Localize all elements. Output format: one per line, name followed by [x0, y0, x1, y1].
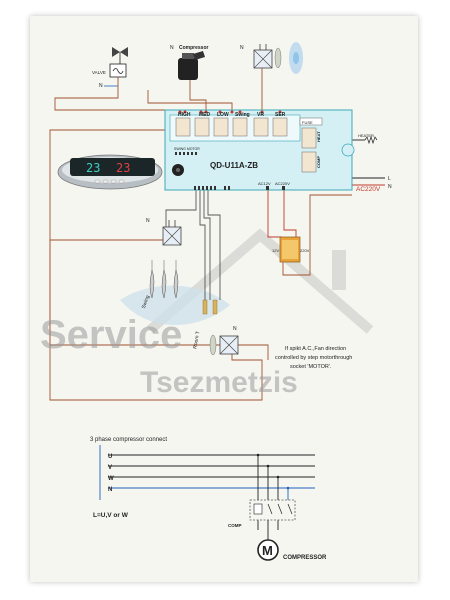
relay-label-ser: SER	[275, 112, 286, 118]
mains-n-label: N	[388, 184, 392, 190]
phase-w-label: W	[108, 476, 114, 482]
mains-l-label: L	[388, 176, 391, 182]
control-board	[164, 109, 355, 191]
watermark-house	[120, 228, 374, 334]
compressor-bottom-label: COMPRESSOR	[283, 555, 327, 561]
three-phase-bus	[99, 445, 315, 540]
compressor-motor-symbol	[257, 539, 279, 561]
l-equals-label: L=U,V or W	[93, 512, 129, 519]
heater-symbol	[364, 135, 378, 145]
watermark-tsezmetzis: Tsezmetzis	[140, 366, 298, 399]
display-digits-right: 23	[116, 161, 130, 175]
motor-letter: M	[262, 543, 273, 558]
comp-relay-label: COMP	[316, 156, 321, 168]
neutral-label-lower: N	[233, 326, 237, 332]
relay-label-high: HIGH	[178, 112, 191, 118]
phase-v-label: V	[108, 465, 112, 471]
swing-louvers	[149, 260, 179, 299]
note-line-3: socket 'MOTOR'.	[290, 364, 332, 370]
three-phase-title: 3 phase compressor connect	[90, 437, 167, 443]
ac220v-label: AC220V	[356, 186, 381, 193]
phase-n-label: N	[108, 487, 112, 493]
relay-label-swing: Swing	[235, 112, 250, 118]
control-wires	[49, 68, 385, 401]
remote-display-unit: 23 23	[57, 154, 163, 190]
valve-label: VALVE	[92, 70, 106, 75]
display-digits-left: 23	[86, 161, 100, 175]
relay-label-med: MED	[199, 112, 211, 118]
neutral-label-fan: N	[240, 45, 244, 51]
ac220v-small-label: AC220V	[275, 181, 290, 186]
note-line-1: If spikt A.C.,Fan direction	[285, 346, 346, 352]
watermark-service: Service	[40, 313, 182, 357]
neutral-label-valve: N	[99, 83, 103, 89]
board-model-label: QD-U11A-ZB	[210, 161, 258, 170]
note-line-2: controlled by step motorthrough	[275, 355, 352, 361]
swing-label: Swing	[141, 294, 151, 309]
ac12v-label: AC12V	[258, 181, 271, 186]
fan-motor-symbol	[253, 42, 303, 74]
comp-contactor-label: COMP	[228, 523, 242, 528]
relay-label-vr: VR	[257, 112, 264, 118]
swing-motor-label: SWING MOTOR	[174, 147, 200, 151]
neutral-label-compressor: N	[170, 45, 174, 51]
room-temp-label: Room T	[192, 331, 201, 349]
neutral-label-swing: N	[146, 218, 150, 224]
compressor-top-label: Compressor	[179, 45, 209, 51]
lower-fan-motor-symbol	[209, 334, 239, 356]
transformer-220v-label: 220V	[300, 248, 310, 253]
heater-label: HEATER	[358, 133, 374, 138]
fuse-label: FUSE	[302, 120, 313, 125]
room-temp-sensor	[202, 299, 218, 315]
swing-fan-motor-symbol	[162, 220, 182, 246]
transformer-12v-label: 12V	[272, 248, 279, 253]
compressor-symbol	[178, 51, 205, 80]
valve-symbol	[109, 47, 128, 78]
transformer-symbol	[279, 236, 301, 263]
relay-label-low: LOW	[217, 112, 229, 118]
heat-label: HEAT	[316, 131, 321, 142]
phase-u-label: U	[108, 454, 112, 460]
three-phase-contactor	[249, 499, 296, 521]
